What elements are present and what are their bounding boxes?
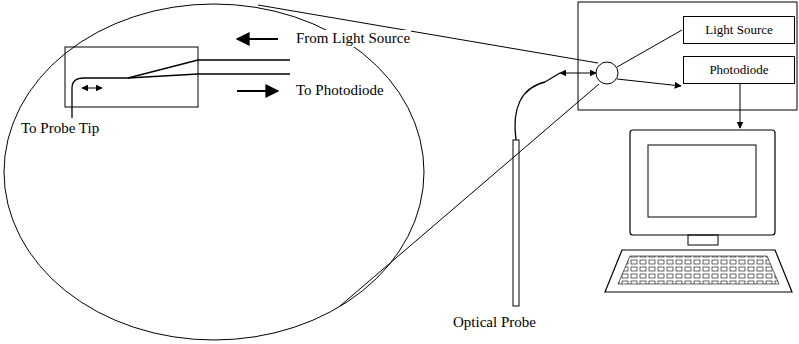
- annotation-label: Optical Probe: [452, 314, 537, 331]
- box-label: Light Source: [701, 22, 777, 38]
- annotation-label: To Photodiode: [295, 82, 385, 99]
- coupler-circle: [596, 62, 618, 84]
- probe-fiber: [515, 73, 560, 140]
- fiber: [617, 30, 682, 67]
- process-box: Photodiode: [683, 56, 795, 84]
- keyboard: [605, 250, 792, 292]
- double-arrow: [560, 73, 596, 74]
- leader-line: [340, 84, 599, 306]
- fiber: [128, 74, 290, 78]
- process-box: Light Source: [683, 16, 795, 44]
- leader-line: [258, 5, 598, 63]
- optical-probe: [513, 140, 519, 306]
- double-arrow: [82, 88, 102, 89]
- fiber: [72, 78, 128, 118]
- instrument-housing: [578, 2, 797, 110]
- signal-arrow: [617, 79, 681, 86]
- box-label: Photodiode: [705, 62, 772, 78]
- direction-arrow: [237, 38, 278, 40]
- screen: [648, 145, 756, 217]
- annotation-label: From Light Source: [295, 30, 411, 47]
- monitor: [630, 130, 775, 235]
- direction-arrow: [237, 90, 278, 92]
- annotation-label: To Probe Tip: [20, 120, 100, 137]
- monitor-stand: [688, 235, 718, 245]
- fiber: [128, 60, 290, 78]
- signal-arrow: [740, 84, 741, 128]
- magnifier-ellipse: [4, 4, 424, 340]
- keyboard-keys: [618, 256, 779, 284]
